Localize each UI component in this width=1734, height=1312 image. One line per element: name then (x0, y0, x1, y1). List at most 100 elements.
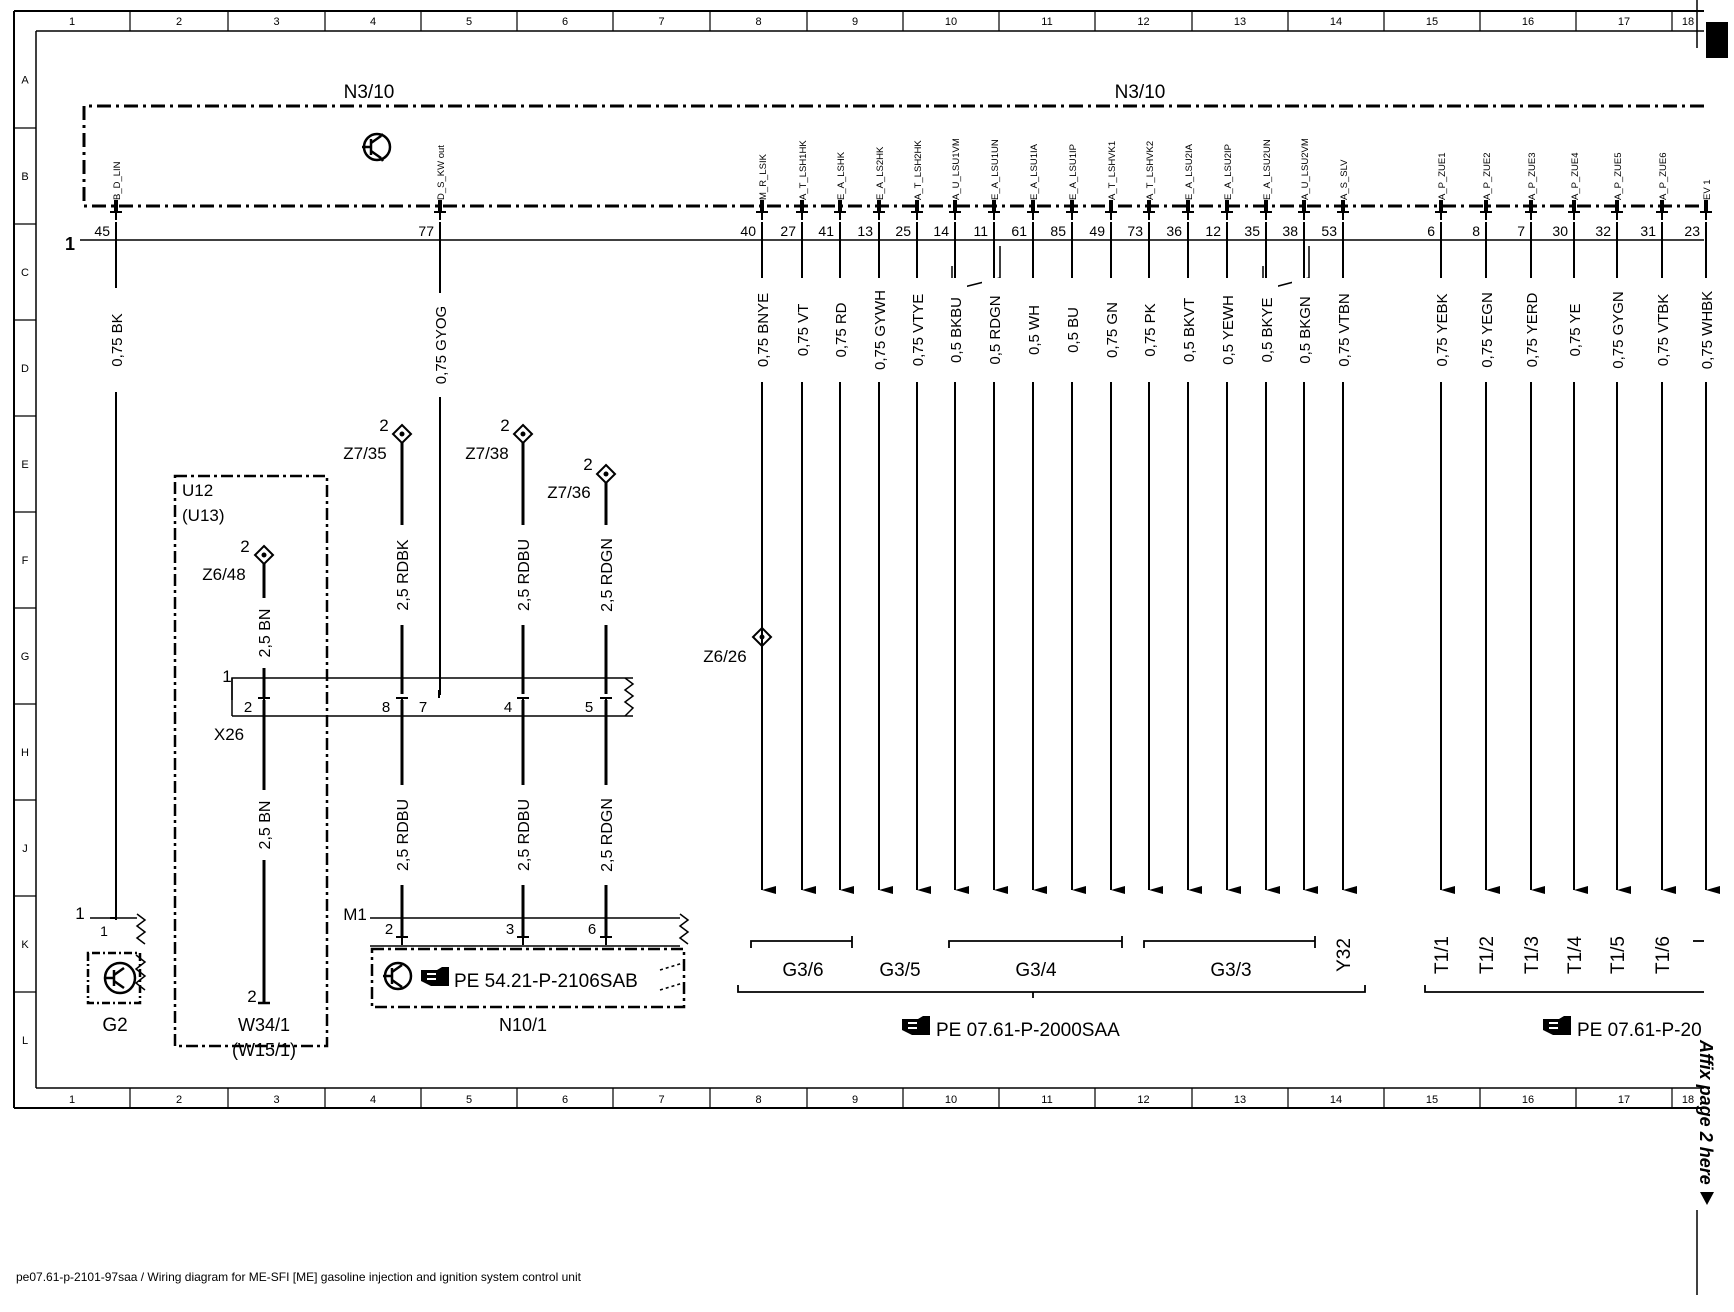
grid-col-label: 8 (755, 16, 761, 28)
x26-pin-5: 5 (585, 699, 593, 716)
target-label: T1/5 (1608, 936, 1629, 974)
wire-label: 0,5 RDGN (987, 295, 1004, 364)
pin-number: 61 (1011, 223, 1027, 239)
grid-col-label: 11 (1041, 16, 1052, 28)
pin-terminal-icon (988, 211, 1000, 220)
wire-label: 0,75 RD (833, 302, 850, 357)
grid-col-label: 14 (1330, 1094, 1342, 1106)
wire-label: 0,75 GYOG (433, 306, 450, 384)
pin-number: 31 (1640, 223, 1656, 239)
reference-hand-icon (421, 967, 449, 986)
n10-1-label: N10/1 (499, 1015, 547, 1035)
pin-number: 23 (1684, 223, 1700, 239)
wire-label: 0,75 YERD (1524, 292, 1541, 367)
m1-label: M1 (343, 905, 367, 924)
pin-number: 36 (1166, 223, 1182, 239)
pin-signal-name: E_A_LSU2IA (1184, 143, 1195, 200)
target-label: G3/3 (1210, 960, 1251, 981)
pin-number: 73 (1127, 223, 1143, 239)
grid-col-label: 15 (1426, 16, 1438, 28)
pin-signal-name: E_A_LSU2UN (1262, 139, 1273, 200)
grid-col-label: 12 (1137, 1094, 1149, 1106)
g2-label: G2 (102, 1015, 127, 1036)
target-label: G3/6 (782, 960, 823, 981)
reference-hand-icon (1543, 1016, 1571, 1035)
transistor-symbol-icon (383, 961, 413, 991)
pin-signal-name: A_T_LSHVK2 (1145, 141, 1156, 200)
grid-row-label: C (21, 267, 29, 279)
z7-38-num: 2 (500, 416, 509, 435)
w34-label: W34/1 (238, 1015, 290, 1035)
wire-label: 0,75 PK (1142, 303, 1159, 356)
target-label: T1/1 (1432, 936, 1453, 974)
grid-col-label: 7 (658, 1094, 664, 1106)
m1-pin-3: 3 (506, 921, 514, 938)
grid-col-label: 1 (69, 1094, 75, 1106)
pin-signal-name: A_T_LSH1HK (798, 140, 809, 200)
pin-number: 41 (818, 223, 834, 239)
pin-number: 40 (740, 223, 756, 239)
z6-26-connector: Z6/26 (703, 626, 773, 666)
target-label: G3/5 (879, 960, 920, 981)
pin-signal-name: E_A_LSU1IA (1029, 143, 1040, 200)
wire-label: 0,75 VTBN (1336, 293, 1353, 366)
pin-signal-name: D_S_KW out (436, 145, 447, 200)
grid-col-label: 5 (466, 1094, 472, 1106)
pin-number: 13 (857, 223, 873, 239)
pin-terminal-icon (434, 211, 446, 220)
pin-terminal-icon (1525, 211, 1537, 220)
grid-col-label: 13 (1234, 1094, 1246, 1106)
target-label: Y32 (1334, 938, 1355, 972)
z7-35-num: 2 (379, 416, 388, 435)
wire-label: 0,75 YEBK (1434, 293, 1451, 366)
z7-36-wire-label: 2,5 RDGN (599, 538, 616, 612)
grid-col-label: 11 (1041, 1094, 1052, 1106)
pin-terminal-icon (873, 211, 885, 220)
lower-wire-rdbu-1-label: 2,5 RDBU (395, 799, 412, 871)
pin-signal-name: A_U_LSU2VM (1300, 138, 1311, 200)
grid-column-ticks (14, 11, 1673, 1108)
grid-row-label: A (21, 75, 29, 87)
target-brackets (737, 936, 1704, 998)
pin-number: 45 (94, 223, 110, 239)
grid-col-label: 5 (466, 16, 472, 28)
x26-connector: X26 1 2 8 7 4 5 (214, 667, 635, 744)
grid-col-label: 17 (1618, 1094, 1630, 1106)
grid-col-label: 16 (1522, 1094, 1534, 1106)
pin-signal-name: E_A_LSU1IP (1068, 144, 1079, 200)
x26-pin-8: 8 (382, 699, 390, 716)
wire-label: 0,75 GYWH (872, 290, 889, 370)
m1-connector: M1 2 3 6 PE 54.21-P-2106SAB N10/1 (343, 905, 690, 1035)
grid-col-label: 8 (755, 1094, 761, 1106)
g2-num: 1 (75, 904, 84, 923)
grid-col-label: 9 (852, 1094, 858, 1106)
g2-alternator: 1 1 G2 (75, 904, 147, 1036)
z6-48-connector: 2 Z6/48 2,5 BN (202, 537, 280, 697)
wire-label: 0,5 BU (1065, 307, 1082, 353)
z6-26-label: Z6/26 (703, 647, 746, 666)
pin-signal-name: E_A_LSU1UN (990, 139, 1001, 200)
z7-35-connector: 2 Z7/35 2,5 RDBK (343, 416, 419, 694)
pin-terminal-icon (1656, 211, 1668, 220)
z7-35-label: Z7/35 (343, 444, 386, 463)
ref-right: PE 07.61-P-20 (1577, 1020, 1702, 1041)
pin-signal-name: A_P_ZUE3 (1527, 152, 1538, 200)
pin-terminal-icon (1568, 211, 1580, 220)
pin-terminal-icon (796, 211, 808, 220)
wire-label: 0,75 YE (1567, 303, 1584, 356)
wire-label: 0,75 WHBK (1699, 291, 1716, 369)
pin-number: 49 (1089, 223, 1105, 239)
grid-col-label: 1 (69, 16, 75, 28)
n3-10-enclosure (82, 104, 1704, 208)
grid-col-label: 16 (1522, 16, 1534, 28)
grid-col-label: 3 (273, 16, 279, 28)
pin-signal-name: A_P_ZUE2 (1482, 152, 1493, 200)
pin-signal-name: A_T_LSHVK1 (1107, 141, 1118, 200)
grid-col-label: 18 (1682, 16, 1694, 28)
n3-10-label-left: N3/10 (344, 82, 395, 103)
reference-hand-icon (902, 1016, 930, 1035)
pin-terminal-icon (1221, 211, 1233, 220)
pin-number: 8 (1472, 223, 1480, 239)
x26-pin-7: 7 (419, 699, 427, 716)
